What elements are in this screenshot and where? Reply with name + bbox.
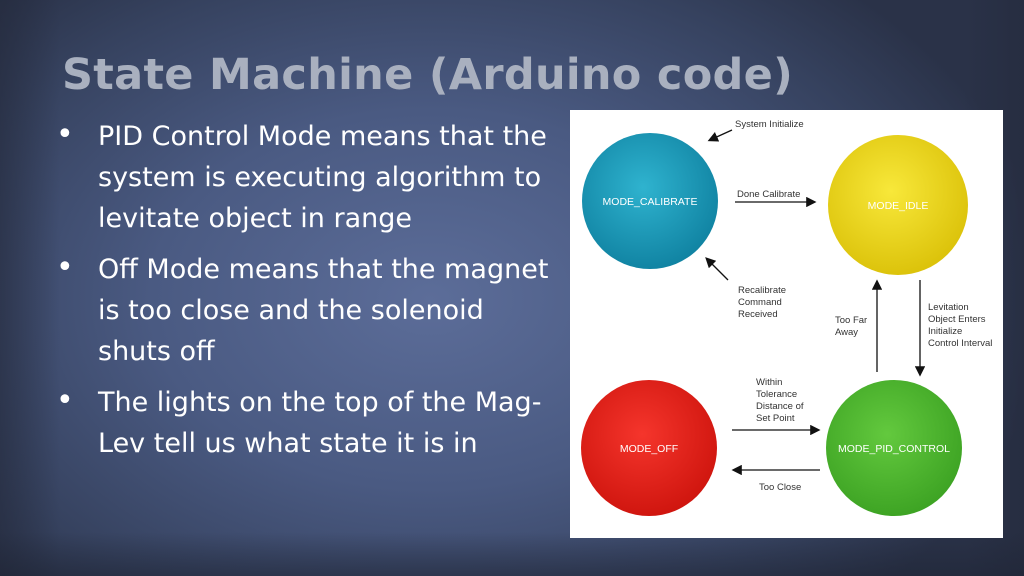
transition-done-calibrate: Done Calibrate <box>735 189 817 208</box>
transition-system-initialize: System Initialize <box>707 119 804 142</box>
transition-label: Set Point <box>756 413 795 424</box>
transition-too-far-away: Too Far Away <box>835 279 883 372</box>
transition-label: Done Calibrate <box>737 189 800 200</box>
transition-label: Received <box>738 309 778 320</box>
bullet-dot-icon: • <box>56 250 74 285</box>
bullet-dot-icon: • <box>56 383 74 418</box>
transition-label: Initialize <box>928 326 962 337</box>
transition-label: Command <box>738 297 782 308</box>
diagram-canvas: MODE_CALIBRATE MODE_IDLE MODE_OFF MODE_P… <box>581 119 992 516</box>
state-label: MODE_CALIBRATE <box>603 196 698 208</box>
bullet-dot-icon: • <box>56 117 74 152</box>
slide-title: State Machine (Arduino code) <box>62 50 794 100</box>
bullet-item: • The lights on the top of the Mag-Lev t… <box>52 382 552 464</box>
transition-label: Too Far <box>835 315 867 326</box>
transition-label: Levitation <box>928 302 969 313</box>
state-label: MODE_IDLE <box>868 200 929 212</box>
transition-recalibrate: Recalibrate Command Received <box>705 257 786 320</box>
bullet-text: Off Mode means that the magnet is too cl… <box>98 254 549 367</box>
bullet-list: • PID Control Mode means that the system… <box>52 116 552 474</box>
transition-label: Tolerance <box>756 389 797 400</box>
transition-within-tolerance: Within Tolerance Distance of Set Point <box>732 377 821 436</box>
state-node-idle: MODE_IDLE <box>828 135 968 275</box>
bullet-item: • Off Mode means that the magnet is too … <box>52 249 552 372</box>
transition-label: Within <box>756 377 782 388</box>
transition-label: Control Interval <box>928 338 992 349</box>
transition-label: System Initialize <box>735 119 804 130</box>
state-label: MODE_OFF <box>620 443 678 455</box>
transition-label: Recalibrate <box>738 285 786 296</box>
transition-levitation: Levitation Object Enters Initialize Cont… <box>914 280 992 377</box>
state-label: MODE_PID_CONTROL <box>838 443 950 455</box>
transition-label: Object Enters <box>928 314 986 325</box>
bullet-item: • PID Control Mode means that the system… <box>52 116 552 239</box>
state-node-pid-control: MODE_PID_CONTROL <box>826 380 962 516</box>
transition-label: Away <box>835 327 858 338</box>
bullet-text: PID Control Mode means that the system i… <box>98 121 547 234</box>
state-node-off: MODE_OFF <box>581 380 717 516</box>
state-node-calibrate: MODE_CALIBRATE <box>582 133 718 269</box>
bullet-text: The lights on the top of the Mag-Lev tel… <box>98 387 542 459</box>
slide-left-shade <box>0 0 60 576</box>
transition-label: Distance of <box>756 401 804 412</box>
state-machine-diagram: MODE_CALIBRATE MODE_IDLE MODE_OFF MODE_P… <box>570 110 1003 538</box>
transition-too-close: Too Close <box>731 464 820 493</box>
slide-bottom-shade <box>0 532 1024 576</box>
transition-label: Too Close <box>759 482 801 493</box>
